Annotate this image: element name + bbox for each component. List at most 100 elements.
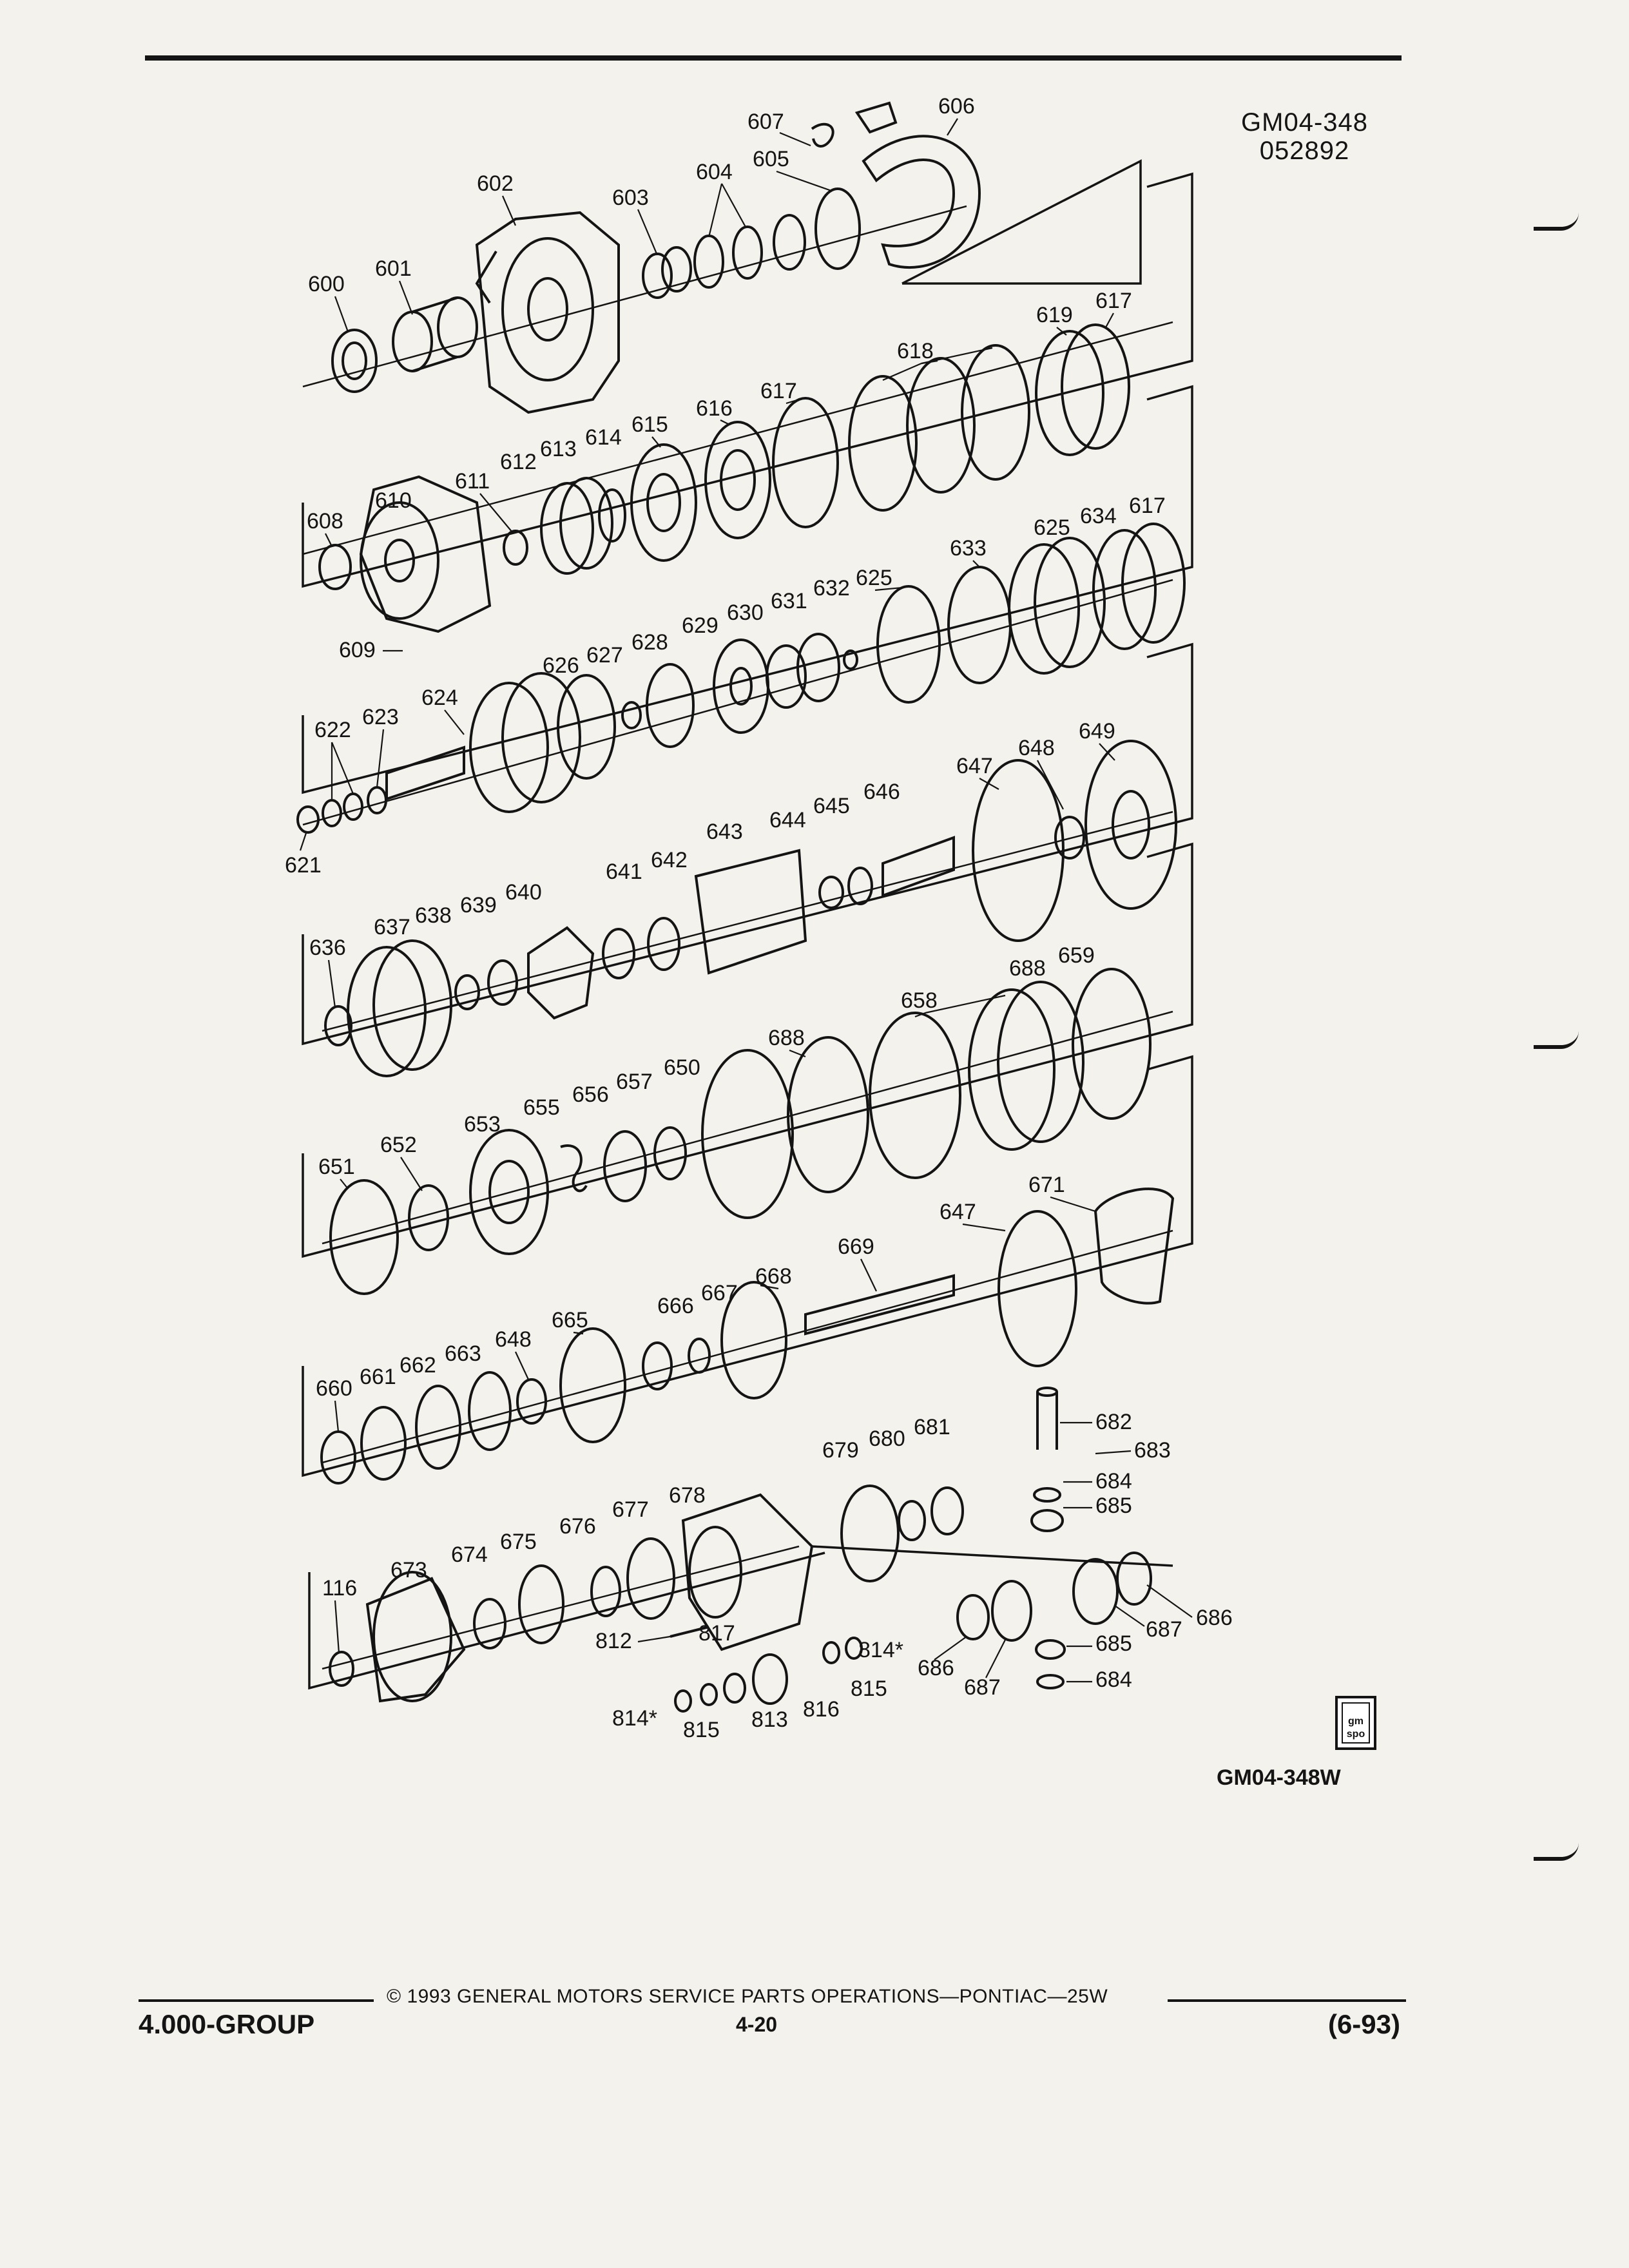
part-label: 600 (308, 272, 345, 296)
part-label: 625 (856, 566, 892, 590)
part-label: 676 (559, 1514, 596, 1539)
part-label: 686 (1196, 1606, 1233, 1630)
part-label: 633 (950, 536, 987, 561)
part-label: 682 (1095, 1410, 1132, 1434)
part-label: 674 (451, 1542, 488, 1567)
part-label: 647 (956, 754, 993, 778)
part-label: 639 (460, 893, 497, 918)
part-label: 677 (612, 1497, 649, 1522)
part-label: 655 (523, 1095, 560, 1120)
part-label: 685 (1095, 1494, 1132, 1518)
part-label: 688 (1009, 956, 1046, 981)
part-label: 631 (771, 589, 807, 613)
part-label: 681 (914, 1415, 950, 1439)
doc-number: GM04-348 (1241, 108, 1368, 137)
part-label: 816 (803, 1697, 840, 1722)
part-label: 663 (445, 1341, 481, 1366)
footer-rule-left (139, 1999, 374, 2002)
footer-date: (6-93) (1327, 2009, 1400, 2039)
part-label: 116 (322, 1576, 357, 1600)
part-label: 648 (495, 1327, 532, 1352)
part-label: 647 (940, 1200, 976, 1224)
part-label: 601 (375, 256, 412, 281)
part-label: 648 (1018, 736, 1055, 760)
part-label: 636 (309, 936, 346, 960)
part-label: 679 (822, 1438, 859, 1463)
logo-text: gm spo (1342, 1702, 1370, 1744)
part-label: 680 (869, 1427, 905, 1451)
part-label: 608 (307, 509, 343, 533)
part-label: 660 (316, 1376, 352, 1401)
footer-page-number: 4-20 (736, 2013, 778, 2036)
part-label: 617 (1095, 289, 1132, 313)
part-label: 814* (858, 1638, 903, 1662)
part-label: 684 (1095, 1667, 1132, 1692)
gm-spo-logo-icon: gm spo (1335, 1696, 1376, 1750)
part-label: 668 (755, 1264, 792, 1289)
footer-copyright: © 1993 GENERAL MOTORS SERVICE PARTS OPER… (387, 1986, 1108, 2007)
part-label: 630 (727, 601, 764, 625)
part-label: 614 (585, 425, 622, 450)
exploded-parts-diagram: 600 601 602 603 604 605 607 606 608 610 … (285, 94, 1233, 1742)
part-label: 673 (390, 1558, 427, 1582)
part-label: 687 (964, 1675, 1001, 1700)
part-label: 611 (455, 469, 490, 494)
part-label: 645 (813, 794, 850, 818)
part-label: 624 (421, 686, 458, 710)
part-label: 650 (664, 1055, 700, 1080)
part-label: 656 (572, 1082, 609, 1107)
part-label: 684 (1095, 1469, 1132, 1494)
part-label: 675 (500, 1530, 537, 1554)
binding-mark (1534, 213, 1579, 231)
part-label: 653 (464, 1112, 501, 1137)
part-label: 606 (938, 94, 975, 119)
part-label: 685 (1095, 1631, 1132, 1656)
part-label: 669 (838, 1235, 874, 1259)
part-label: 644 (769, 808, 806, 832)
part-label: 687 (1146, 1617, 1182, 1642)
figure-id: GM04-348W (1217, 1765, 1341, 1790)
part-label: 646 (863, 780, 900, 804)
part-label: 625 (1034, 515, 1070, 540)
part-label: 632 (813, 576, 850, 601)
part-label: 812 (595, 1629, 632, 1653)
part-label: 615 (631, 412, 668, 437)
part-label: 817 (699, 1621, 735, 1646)
part-label: 683 (1134, 1438, 1171, 1463)
part-label: 665 (552, 1308, 588, 1332)
part-label: 607 (747, 110, 784, 134)
part-label: 602 (477, 171, 514, 196)
part-label: 609 (339, 638, 376, 662)
footer-rule-right (1168, 1999, 1406, 2002)
part-label: 617 (1129, 494, 1166, 518)
part-label: 621 (285, 853, 322, 878)
part-label: 667 (701, 1281, 738, 1305)
part-label: 652 (380, 1133, 417, 1157)
part-label: 629 (682, 613, 718, 638)
part-label: 814* (612, 1706, 657, 1731)
part-label: 649 (1079, 719, 1115, 744)
top-rule (145, 55, 1402, 61)
labels-row-1: 600 601 602 603 604 605 607 606 (308, 94, 975, 332)
part-label: 671 (1028, 1173, 1065, 1197)
part-label: 662 (400, 1353, 436, 1378)
part-label: 617 (760, 379, 797, 403)
part-label: 616 (696, 396, 733, 421)
part-label: 658 (901, 988, 938, 1013)
part-label: 637 (374, 915, 410, 939)
part-label: 603 (612, 186, 649, 210)
document-id-block: GM04-348 052892 (1241, 108, 1368, 165)
part-label: 651 (318, 1155, 355, 1179)
part-label: 610 (375, 488, 412, 513)
part-label: 661 (360, 1365, 396, 1389)
part-label: 688 (768, 1026, 805, 1050)
part-label: 622 (314, 718, 351, 742)
